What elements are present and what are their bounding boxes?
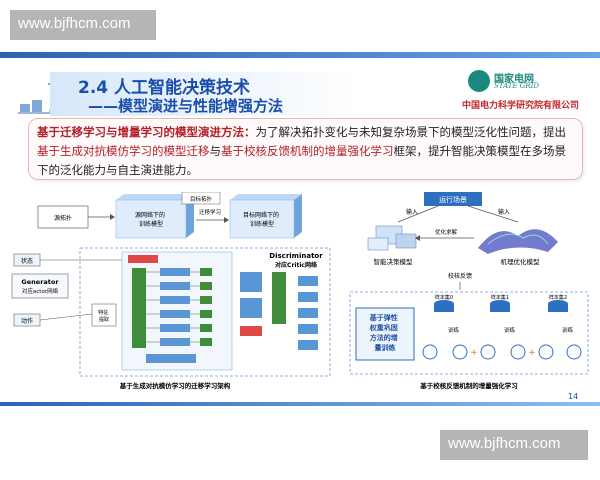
scenario-label: 运行场景 — [439, 195, 467, 204]
target-model-box — [229, 199, 295, 239]
intro-lead: 基于迁移学习与增量学习的模型演进方法： — [37, 125, 256, 139]
intro-highlight-1: 基于生成对抗模仿学习的模型迁移 — [37, 144, 210, 158]
feature-extract-label: 特征 提取 — [98, 309, 110, 323]
src-model-front — [115, 199, 187, 239]
transfer-learning-diagram: 源拓扑 源网络下的 训练模型 目标拓扑 迁移学习 目标网络下的 训练模型 状态 … — [11, 192, 331, 390]
watermark-top: www.bjfhcm.com — [10, 10, 156, 40]
net-col-1 — [132, 268, 146, 348]
generator-box — [11, 273, 69, 299]
slide: 2.4 人工智能决策技术 ——模型演进与性能增强方法 国家电网 STATE GR… — [0, 52, 600, 412]
framework-frame — [79, 247, 331, 377]
logo-cn: 国家电网 — [494, 74, 534, 85]
sample-set-0: 样本集0 — [434, 294, 454, 312]
disc-col — [272, 272, 286, 324]
optimize-label: 优化求解 — [435, 228, 458, 236]
target-model-line1: 目标网络下的 — [243, 211, 279, 219]
optimization-surface-icon — [478, 229, 558, 254]
sample-set-1: 样本集1 — [490, 294, 510, 312]
network-blocks — [132, 268, 212, 363]
feedback-label: 校核反馈 — [448, 272, 472, 280]
input-layer-bar — [128, 255, 158, 263]
sample-set-2: 样本集2 — [548, 294, 568, 312]
title-band — [50, 72, 360, 116]
target-topology-label: 目标拓扑 — [190, 195, 213, 203]
method-line2: 权重巩固 — [369, 323, 398, 332]
intro-highlight-2: 基于校核反馈机制的增量强化学习 — [221, 144, 394, 158]
page-title: 2.4 人工智能决策技术 — [78, 78, 251, 98]
train-label-3: 训练 — [562, 326, 574, 334]
method-box — [355, 307, 415, 361]
feature-line2: 提取 — [99, 316, 109, 323]
decision-model-label: 智能决策模型 — [374, 257, 414, 266]
top-accent-bar — [0, 52, 600, 58]
right-diagram-caption: 基于校核反馈机制的增量强化学习 — [419, 381, 518, 390]
src-topology-label: 源拓扑 — [54, 214, 72, 222]
watermark-bottom: www.bjfhcm.com — [440, 430, 588, 460]
title-area: 2.4 人工智能决策技术 ——模型演进与性能增强方法 — [10, 62, 450, 118]
disc-block-3 — [240, 326, 262, 336]
src-model-label: 源网络下的 训练模型 — [135, 211, 167, 228]
sample0-label: 样本集0 — [435, 294, 453, 301]
sample2-label: 样本集2 — [549, 294, 567, 301]
intro-text2: 框架，提升智能决策模型在多场景下的泛化能力与自主演进能力。 — [37, 144, 566, 177]
page-number: 14 — [568, 392, 579, 401]
target-model-line2: 训练模型 — [250, 220, 274, 228]
target-model-label: 目标网络下的 训练模型 — [243, 211, 281, 228]
logo-en: STATE GRID — [494, 82, 539, 90]
plus-icon-2: + — [528, 348, 536, 358]
train-label-1: 训练 — [448, 326, 460, 334]
action-label: 动作 — [21, 317, 33, 325]
feature-extract-box — [91, 303, 117, 327]
critic-network-label: 对应Critic网络 — [275, 261, 317, 269]
state-grid-logo: 国家电网 STATE GRID 中国电力科学研究院有限公司 — [462, 68, 592, 114]
method-line4: 量训练 — [375, 343, 396, 352]
intro-mid: 与 — [209, 144, 222, 158]
sample1-label: 样本集1 — [491, 294, 509, 301]
left-diagram-caption: 基于生成对抗模仿学习的迁移学习架构 — [119, 381, 231, 390]
transfer-learning-label: 迁移学习 — [199, 208, 221, 216]
brain-icons — [422, 344, 582, 360]
intro-text1: 为了解决拓扑变化与未知复杂场景下的模型泛化性问题，提出 — [255, 125, 567, 139]
feature-line1: 特征 — [98, 309, 108, 316]
src-model-top — [116, 194, 194, 200]
input-right-label: 输入 — [498, 208, 510, 216]
decision-model-icon — [367, 225, 417, 251]
train-label-2: 训练 — [504, 326, 516, 334]
method-label: 基于弹性 权重巩固 方法的增 量训练 — [369, 313, 400, 352]
src-model-line1: 源网络下的 — [135, 211, 165, 219]
method-line3: 方法的增 — [370, 333, 398, 342]
discriminator-label: Discriminator — [269, 252, 323, 260]
actor-network-label: 对应actor网络 — [22, 287, 59, 295]
state-label: 状态 — [21, 257, 33, 265]
disc-block-1 — [240, 272, 262, 292]
src-model-side — [186, 194, 194, 238]
disc-block-2 — [240, 298, 262, 318]
method-line1: 基于弹性 — [369, 313, 398, 322]
bottom-accent-bar — [0, 402, 600, 406]
scenario-box — [424, 192, 482, 206]
state-grid-emblem-icon — [468, 70, 490, 92]
page-subtitle: ——模型演进与性能增强方法 — [88, 97, 284, 115]
src-model-line2: 训练模型 — [139, 220, 163, 228]
input-left-label: 输入 — [406, 208, 418, 216]
logo-org: 中国电力科学研究院有限公司 — [462, 101, 580, 111]
incremental-learning-diagram: 运行场景 输入 输入 智能决策模型 机理优化模型 优化求解 校核反馈 基于弹性 … — [349, 192, 589, 390]
plus-icon-1: + — [470, 348, 478, 358]
generator-label: Generator — [21, 278, 59, 286]
intro-box: 基于迁移学习与增量学习的模型演进方法：为了解决拓扑变化与未知复杂场景下的模型泛化… — [28, 118, 583, 180]
optimization-model-label: 机理优化模型 — [501, 257, 541, 266]
target-topology-box — [181, 192, 221, 205]
